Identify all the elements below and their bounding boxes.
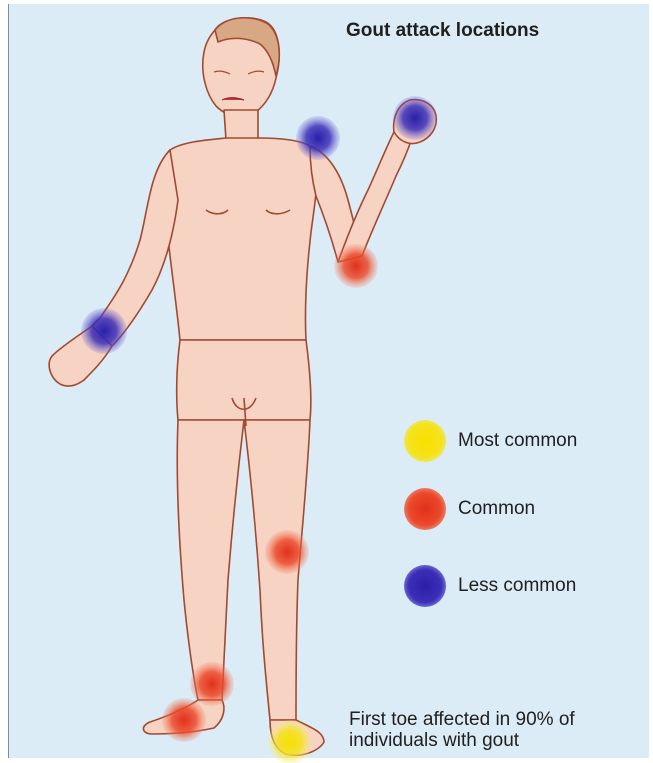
marker-knee-common xyxy=(265,530,309,574)
legend-label-less-common: Less common xyxy=(458,575,576,597)
marker-wrist-less-common xyxy=(81,308,127,354)
note-line-1: First toe affected in 90% of xyxy=(349,709,575,730)
legend-item-most-common: Most common xyxy=(404,420,634,460)
marker-first-toe-most-common xyxy=(268,720,312,763)
first-toe-note: First toe affected in 90% of individuals… xyxy=(349,709,575,751)
marker-finger-less-common xyxy=(393,96,437,140)
legend-swatch-blue-icon xyxy=(404,565,446,607)
figure-title: Gout attack locations xyxy=(346,20,539,42)
legend-swatch-yellow-icon xyxy=(404,420,446,462)
marker-ankle-common xyxy=(190,662,234,706)
legend-item-less-common: Less common xyxy=(404,565,634,605)
marker-shoulder-less-common xyxy=(296,116,340,160)
legend-label-common: Common xyxy=(458,498,535,520)
legend-swatch-red-icon xyxy=(404,488,446,530)
note-line-2: individuals with gout xyxy=(349,730,575,751)
marker-heel-common xyxy=(162,698,206,742)
legend-label-most-common: Most common xyxy=(458,430,577,452)
marker-elbow-common xyxy=(334,244,378,288)
legend-item-common: Common xyxy=(404,488,634,528)
human-body-figure xyxy=(49,18,436,756)
